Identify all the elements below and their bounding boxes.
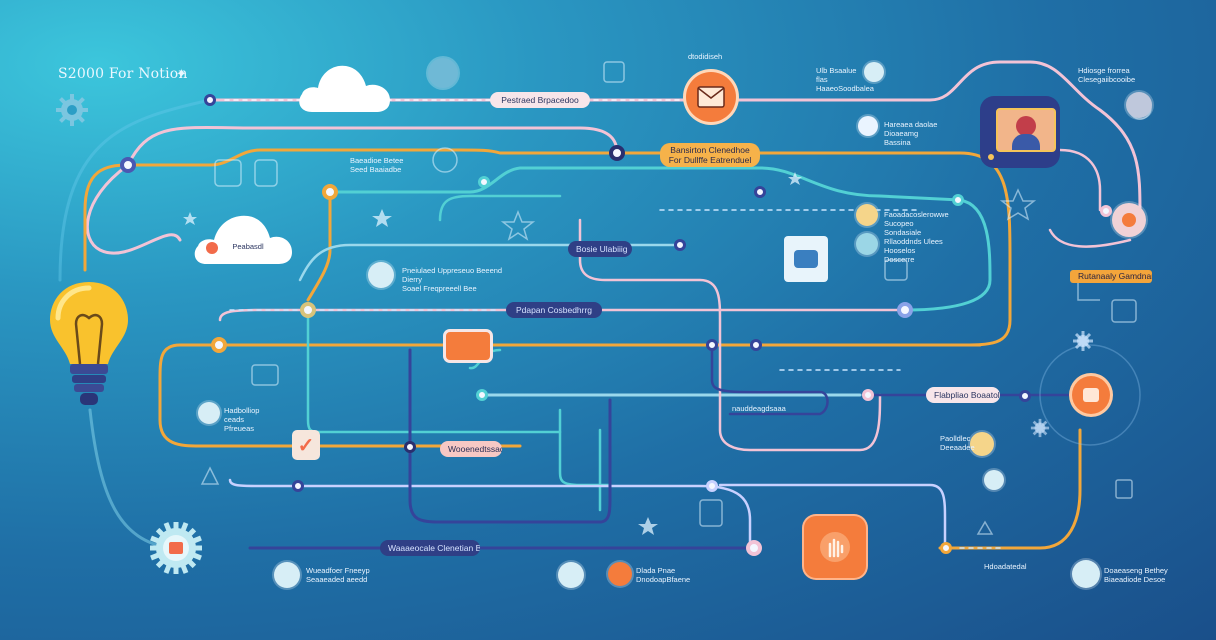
label-pill: Wooenedtssadbe	[440, 441, 502, 457]
profile-image	[996, 108, 1056, 152]
label-pill: Pdapan Cosbedhrrg	[506, 302, 602, 318]
chat-window[interactable]	[980, 96, 1060, 168]
calendar-button[interactable]	[1072, 376, 1110, 414]
label-pill: Rutanaaly Gamdnara	[1070, 270, 1152, 283]
chat-icon[interactable]	[864, 62, 884, 82]
lock-icon[interactable]	[368, 262, 394, 288]
label-pill: Bansirton Clenedhoe For Dullffe Eatrendu…	[660, 143, 760, 167]
note: Rllaoddnds Ulees Hooselos Doscerre	[884, 237, 943, 264]
note: nauddeagdsaaa	[732, 404, 786, 413]
document-icon[interactable]	[274, 562, 300, 588]
flow-node[interactable]	[750, 339, 762, 351]
cloud-icon	[194, 215, 292, 264]
label-pill: Flabpliao Boaatol	[926, 387, 1000, 403]
flow-node[interactable]	[746, 540, 762, 556]
flow-node[interactable]	[476, 389, 488, 401]
flow-node[interactable]	[897, 302, 913, 318]
note: Pneiulaed Uppreseuo Beeend Dierry Soael …	[402, 266, 503, 293]
gear-icon	[56, 94, 88, 126]
flow-node[interactable]	[404, 441, 416, 453]
gear-icon	[1073, 331, 1093, 351]
note: Hdiosge frorrea Clesegaiibcooibe	[1078, 66, 1136, 84]
calendar-icon[interactable]	[608, 562, 632, 586]
flow-node[interactable]	[1019, 390, 1031, 402]
note: Doaeaseng Bethey Biaeadiode Desoe	[1104, 566, 1168, 584]
flow-node[interactable]	[674, 239, 686, 251]
flow-node[interactable]	[300, 302, 316, 318]
note: Wueadfoer Fneeyp Seaaeaded aeedd	[306, 566, 370, 584]
note: Paolldlec Deeaadee	[940, 434, 975, 452]
timer-icon[interactable]	[198, 402, 220, 424]
gear-icon	[150, 522, 202, 574]
flow-node[interactable]	[204, 94, 216, 106]
note: Hdoadatedal	[984, 562, 1027, 571]
label-pill: Pestraed Brpacedoo	[490, 92, 590, 108]
flow-node[interactable]	[952, 194, 964, 206]
flower-icon[interactable]	[1112, 203, 1146, 237]
hand-icon[interactable]	[970, 432, 994, 456]
sparkle-icon: ✦	[176, 66, 187, 81]
page-title: S2000 For Notion	[58, 66, 188, 82]
flow-node[interactable]	[478, 176, 490, 188]
flow-node[interactable]	[940, 542, 952, 554]
flow-node[interactable]	[120, 157, 136, 173]
cloud-label: Peabasdl	[232, 242, 264, 251]
cloud-icon	[299, 65, 390, 112]
settings-icon[interactable]	[1126, 92, 1152, 118]
note: Faoadacoslerowwe Sucopeo Sondasiale	[884, 210, 949, 237]
note: Hadbolliop ceads Pfreueas	[224, 406, 260, 433]
refresh-icon[interactable]	[984, 470, 1004, 490]
flow-node[interactable]	[211, 337, 227, 353]
hand-button[interactable]	[804, 516, 866, 578]
flow-node[interactable]	[322, 184, 338, 200]
image-card[interactable]	[784, 236, 828, 282]
flow-node[interactable]	[706, 480, 718, 492]
envelope-button[interactable]	[686, 72, 736, 122]
label-pill: Waaaeocale Clenetian Bne	[380, 540, 480, 556]
send-icon[interactable]	[1072, 560, 1100, 588]
flow-node[interactable]	[292, 480, 304, 492]
badge-icon[interactable]	[856, 233, 878, 255]
gear-icon	[1030, 418, 1050, 438]
center-action-button[interactable]	[446, 332, 490, 360]
phone-icon[interactable]	[558, 562, 584, 588]
flow-node[interactable]	[609, 145, 625, 161]
flow-node[interactable]	[1100, 205, 1112, 217]
chat-icon[interactable]	[858, 116, 878, 136]
note: Baeadioe Betee Seed Baaiadbe	[350, 156, 404, 174]
envelope-icon	[697, 86, 725, 108]
note: Ulb Bsaalue flas HaaeoSoodbalea	[816, 66, 874, 93]
flow-node[interactable]	[706, 339, 718, 351]
note: dtodidiseh	[688, 52, 723, 61]
hand-icon	[820, 532, 850, 562]
note: Hareaea daolae Dioaeamg Bassina	[884, 120, 938, 147]
badge-icon[interactable]	[856, 204, 878, 226]
note: Dlada Pnae DnodoapBfaene	[636, 566, 691, 584]
lightbulb-icon	[50, 282, 128, 405]
info-icon[interactable]	[428, 58, 458, 88]
flow-node[interactable]	[754, 186, 766, 198]
checkbox-icon[interactable]: ✓	[292, 430, 320, 460]
flow-node[interactable]	[862, 389, 874, 401]
label-pill: Bosie Ulabiiig	[568, 241, 632, 257]
